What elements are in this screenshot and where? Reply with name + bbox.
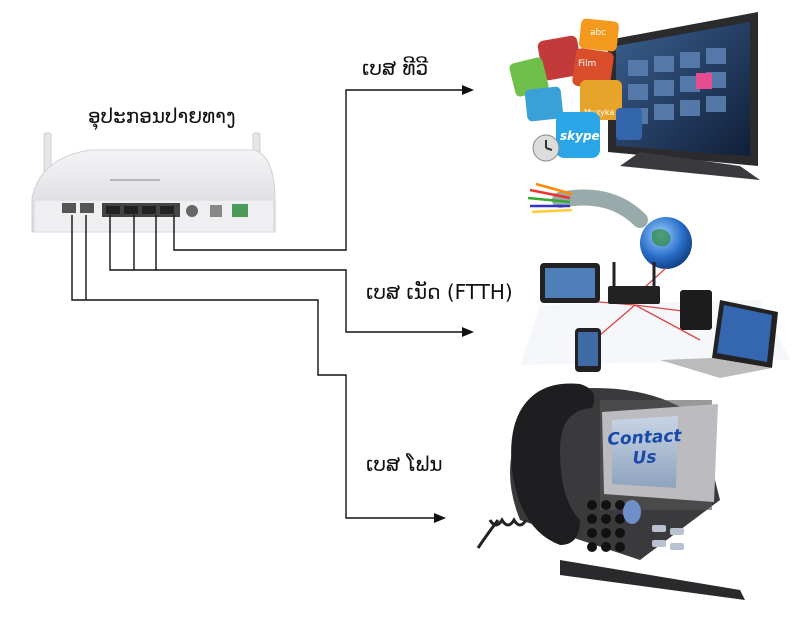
phone-screen-line-1: Contact [607, 426, 683, 450]
router-button [210, 205, 222, 217]
router-power-jack [186, 205, 198, 217]
router-device [31, 132, 276, 233]
tv-connection-label: ເບສ ທີວີ [362, 56, 429, 80]
router-usb-port [232, 204, 248, 217]
internet-line [109, 215, 474, 337]
router-port [80, 203, 94, 213]
app-label-film: Film [578, 59, 596, 69]
phone-line [71, 215, 446, 523]
phone-connection-label: ເບສ ໂຟນ [366, 452, 443, 476]
app-label-skype: skype [560, 129, 600, 143]
skype-app-tile [556, 112, 600, 158]
device-title: ອຸປະກອນປາຍທາງ [88, 104, 236, 128]
connection-lines [71, 85, 474, 523]
app-label-muzyka: Muzyka [584, 108, 614, 117]
app-label-abc: abc [590, 28, 606, 38]
router-port [62, 203, 76, 213]
tv-line [173, 85, 474, 251]
phone-screen-line-2: Us [632, 447, 657, 469]
phone-screen-text: Contact Us [607, 426, 683, 470]
internet-connection-label: ເບສ ເນັດ (FTTH) [366, 280, 513, 304]
smart-tv-icon: Film abc Muzyka skype [509, 12, 760, 180]
phone-display [612, 416, 678, 488]
network-devices-icon [520, 182, 790, 378]
ip-phone-icon [476, 383, 745, 600]
